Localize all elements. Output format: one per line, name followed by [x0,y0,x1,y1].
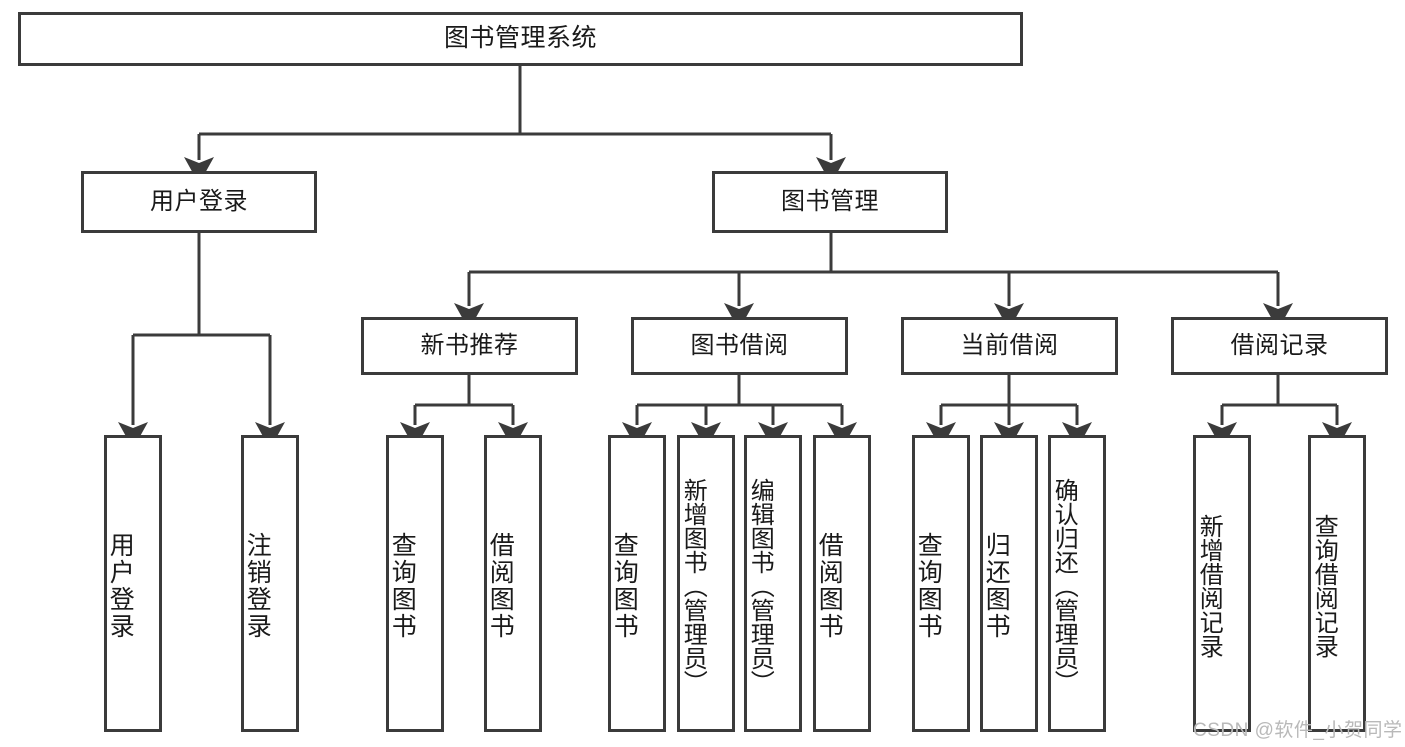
node-leaf-query-borrow-record-label: 查询借阅记录 [1310,513,1338,658]
node-current-borrow[interactable]: 当前借阅 [901,317,1118,375]
node-leaf-query-book-current[interactable]: 查询图书 [912,435,970,732]
node-leaf-logout-label: 注销登录 [243,531,272,640]
node-leaf-query-book-current-label: 查询图书 [914,531,943,640]
node-new-book-recommend[interactable]: 新书推荐 [361,317,578,375]
node-leaf-add-book-admin[interactable]: 新增图书（管理员） [677,435,735,732]
node-leaf-confirm-return-admin[interactable]: 确认归还（管理员） [1048,435,1106,732]
node-leaf-return-book-label: 归还图书 [982,531,1011,640]
node-leaf-logout[interactable]: 注销登录 [241,435,299,732]
node-book-borrow-label: 图书借阅 [690,331,789,359]
node-leaf-user-login[interactable]: 用户登录 [104,435,162,732]
node-leaf-confirm-return-admin-label: 确认归还（管理员） [1050,477,1078,694]
node-leaf-query-book-borrow[interactable]: 查询图书 [608,435,666,732]
node-leaf-query-book-new[interactable]: 查询图书 [386,435,444,732]
node-leaf-query-book-borrow-label: 查询图书 [610,531,639,640]
node-leaf-borrow-book-label: 借阅图书 [815,531,844,640]
node-new-book-recommend-label: 新书推荐 [420,331,519,359]
node-leaf-return-book[interactable]: 归还图书 [980,435,1038,732]
watermark-credit: CSDN @软件_小贺同学 [1193,720,1403,741]
node-leaf-edit-book-admin[interactable]: 编辑图书（管理员） [744,435,802,732]
node-leaf-add-borrow-record[interactable]: 新增借阅记录 [1193,435,1251,732]
node-root-system-label: 图书管理系统 [443,24,597,53]
node-leaf-user-login-label: 用户登录 [106,531,135,640]
node-leaf-borrow-book[interactable]: 借阅图书 [813,435,871,732]
node-book-borrow[interactable]: 图书借阅 [631,317,848,375]
node-borrow-record[interactable]: 借阅记录 [1171,317,1388,375]
node-leaf-add-borrow-record-label: 新增借阅记录 [1195,513,1223,658]
node-leaf-query-book-new-label: 查询图书 [388,531,417,640]
node-root-system[interactable]: 图书管理系统 [18,12,1023,66]
node-user-login[interactable]: 用户登录 [81,171,317,233]
node-current-borrow-label: 当前借阅 [960,331,1059,359]
node-book-management-label: 图书管理 [781,187,879,215]
node-borrow-record-label: 借阅记录 [1230,331,1329,359]
node-book-management[interactable]: 图书管理 [712,171,948,233]
node-leaf-edit-book-admin-label: 编辑图书（管理员） [746,477,774,694]
node-leaf-borrow-book-new-label: 借阅图书 [486,531,515,640]
node-user-login-label: 用户登录 [150,187,248,215]
node-leaf-add-book-admin-label: 新增图书（管理员） [679,477,707,694]
node-leaf-borrow-book-new[interactable]: 借阅图书 [484,435,542,732]
node-leaf-query-borrow-record[interactable]: 查询借阅记录 [1308,435,1366,732]
